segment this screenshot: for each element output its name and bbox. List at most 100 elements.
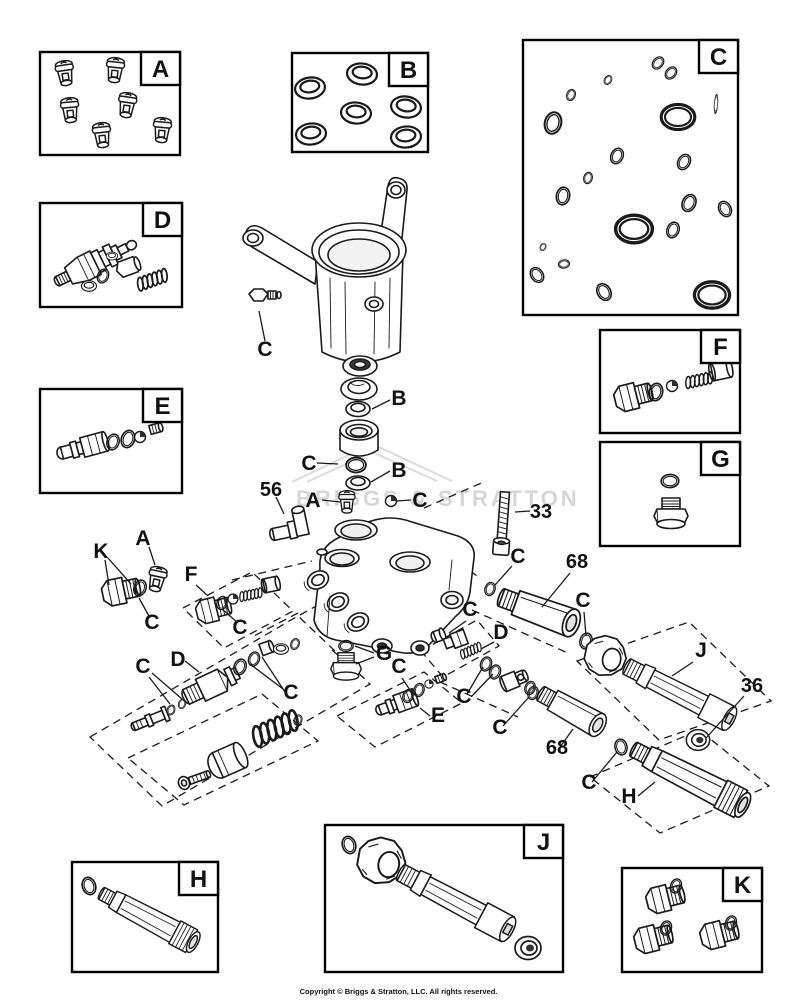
d-kit-parts [430,627,541,702]
callout-label-j: J [537,829,550,856]
callout-box-c: C [521,38,740,317]
ref-label-a: A [305,489,320,512]
callout-label-b: B [400,57,417,84]
callout-tab [141,201,184,238]
callout-box-a: A [38,50,182,157]
adjust-screw-icon [177,769,212,791]
seal-stack [338,355,398,514]
spring-icon [237,586,265,604]
ball-icon [424,679,434,689]
cup-seal-icon [339,419,379,457]
ref-label-c: C [391,655,406,678]
cap-screw-33-icon [491,490,511,557]
part-number-33: 33 [530,501,552,523]
sleeve-icon [260,575,282,594]
fitting-icon [442,628,470,650]
unloader-body-icon [181,666,241,706]
callout-tab [387,51,430,88]
ref-label-c: C [257,338,272,361]
unloader-inner-outline [126,693,320,806]
ref-label-k: K [93,540,108,563]
part-number-68: 68 [566,551,588,573]
hex-plug-icon [329,651,363,681]
e-kit-parts [375,672,448,716]
callout-box-f: F [598,328,742,435]
ref-label-c: C [232,616,247,639]
unloader-assembly [130,636,305,791]
ref-label-c: C [581,771,596,794]
ball-icon [227,593,239,605]
callout-box-d: D [38,201,184,309]
piston-bore-icon [303,570,330,591]
plug-pin-icon [148,421,164,436]
leader-lines [104,310,745,797]
callout-tab [699,328,742,365]
poppet-valve-icon [144,564,170,594]
sleeve-icon [258,639,275,657]
ref-label-b: B [391,387,406,410]
ref-label-c: C [510,545,525,568]
callout-box-g: G [598,440,742,548]
f-kit-outline [181,571,295,649]
callout-box-e: E [38,387,184,495]
ball-icon [665,379,679,393]
part-number-36: 36 [741,675,763,697]
dashed-connector [439,681,519,718]
unloader-kit-outline [88,615,372,807]
retainer-seal-icon [340,377,378,401]
o-ring-icon [345,456,367,474]
ref-label-d: D [170,648,185,671]
washer-icon [105,251,119,261]
dashed-connector [423,480,487,509]
left-kit-parts [99,564,282,626]
ball-icon [133,430,147,444]
e-kit-outline [335,671,464,748]
small-seal-icon [345,400,371,418]
o-ring-icon [337,639,355,653]
callout-label-k: K [734,872,752,899]
hex-plug-icon [99,573,144,609]
piston-bore-icon [323,592,350,613]
ref-label-g: G [376,642,392,665]
o-ring-icon [288,636,302,652]
check-valve-icon [499,669,529,693]
part-number-56: 56 [260,479,282,501]
callout-frame [521,38,740,317]
callout-label-h: H [190,866,207,893]
ref-label-c: C [135,655,150,678]
valve-cone-icon [430,627,447,644]
callout-label-e: E [154,393,170,420]
nut-icon [115,255,142,279]
cap-36-icon [685,728,711,752]
callout-box-h: H [70,860,220,974]
small-seal-icon [345,475,371,491]
o-ring-icon [482,580,498,598]
ball-icon [384,494,398,508]
seal-icon [80,280,98,292]
callout-tab [141,387,184,424]
hose-barb-fitting-icon [56,430,110,460]
dashed-connector [231,560,313,581]
callout-label-a: A [152,56,169,83]
copyright-text: Copyright © Briggs & Stratton, LLC. All … [299,987,498,996]
cap-icon [514,935,542,961]
callout-label-d: D [154,207,171,234]
ref-label-h: H [621,785,636,808]
part-number-68: 68 [546,737,568,759]
callout-tab [697,38,740,75]
spring-icon [245,706,305,751]
ref-label-c: C [301,452,316,475]
manifold-block [303,517,475,656]
j-kit-outline [575,621,773,741]
ref-label-c: C [575,589,590,612]
elbow-fitting-56-icon [268,505,310,542]
callout-tab [699,440,742,477]
callout-label-c: C [710,44,727,71]
callout-tab [177,860,220,897]
callout-tab [522,823,565,860]
callout-box-k: K [620,866,764,974]
callout-label-f: F [713,334,728,361]
ref-label-c: C [144,611,159,634]
plug-pin-icon [434,672,448,685]
